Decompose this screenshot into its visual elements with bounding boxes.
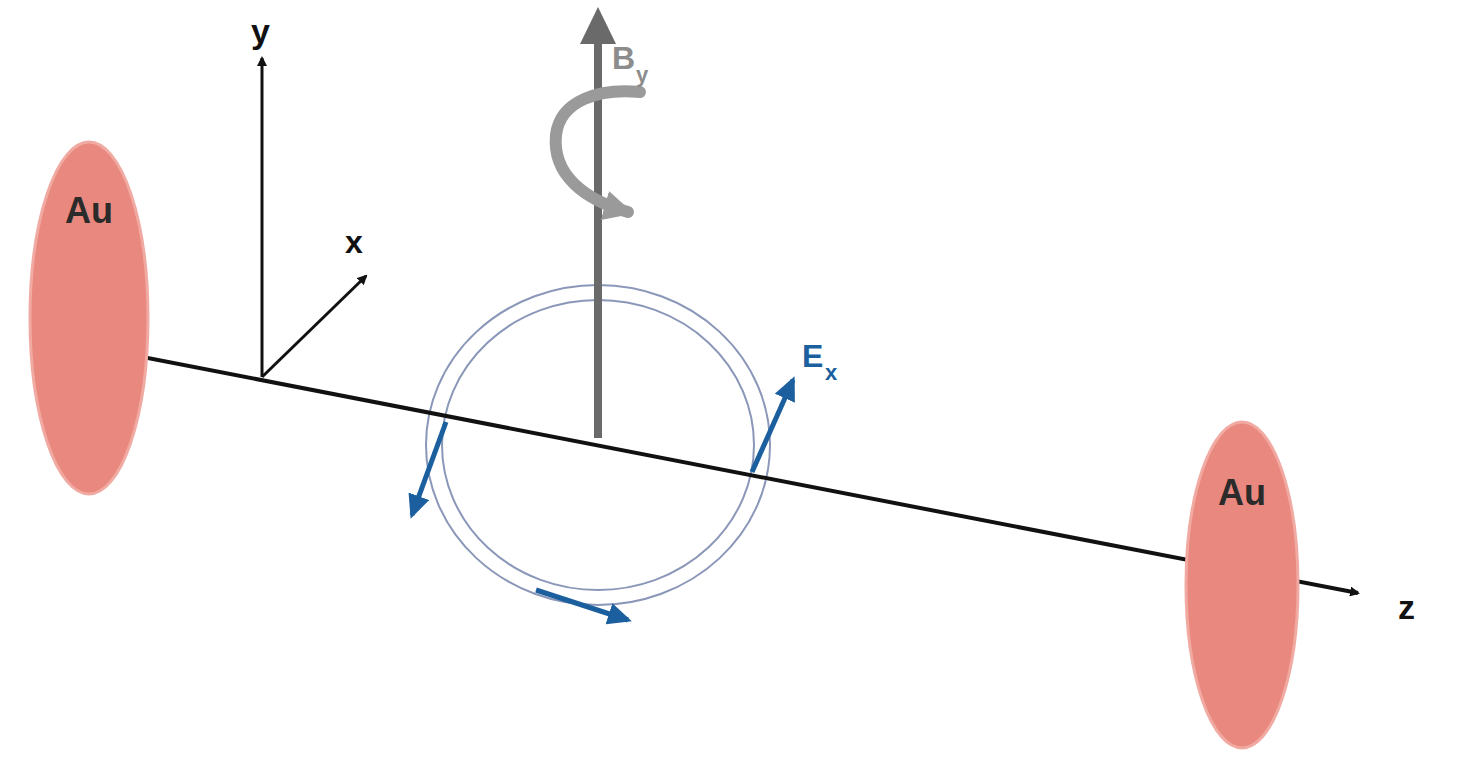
nucleus-shape [30,142,148,494]
x-axis [262,276,366,377]
field-subscript: y [636,64,648,86]
field-subscript: x [825,362,837,384]
y-axis [261,58,264,377]
axis-label: x [345,226,363,258]
element-label: Au [65,190,113,232]
element-label: Au [1218,472,1266,514]
axis-label: z [1398,590,1415,624]
electric-field-arrow [536,590,628,620]
field-symbol: B [612,42,635,74]
magnetic-field-arrowhead [580,7,616,44]
electric-field-arrow [752,380,793,472]
nucleus-shape [1186,422,1298,748]
rotation-arrow [556,91,640,212]
axis-label: y [251,14,270,48]
field-symbol: E [802,340,823,372]
electric-field-arrow [412,422,446,515]
z-axis [55,340,1358,593]
gold-nucleus: Au [1184,420,1300,750]
nucleus-outline [1184,420,1300,750]
gold-nucleus: Au [28,140,150,496]
